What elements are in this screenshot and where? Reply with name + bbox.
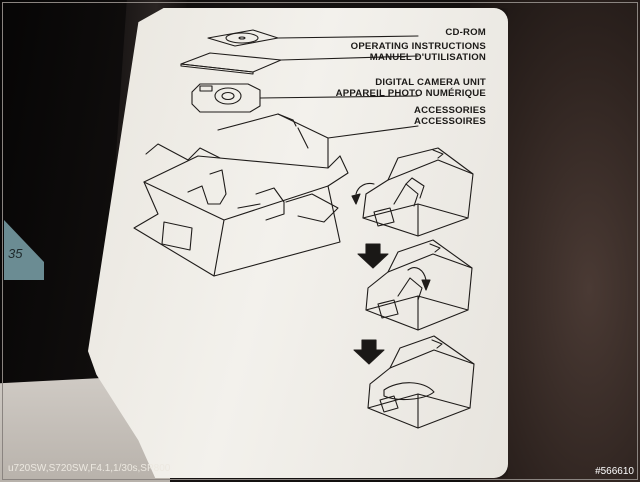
label-cd-rom: CD-ROM xyxy=(445,27,486,39)
photo-id-caption: #566610 xyxy=(595,466,634,477)
label-camera-unit: DIGITAL CAMERA UNIT APPAREIL PHOTO NUMÉR… xyxy=(335,77,486,99)
label-cam-en: DIGITAL CAMERA UNIT xyxy=(375,77,486,88)
cd-rom-icon xyxy=(207,29,419,47)
open-box-diagram xyxy=(133,113,419,277)
label-cd-rom-line: CD-ROM xyxy=(445,27,486,38)
label-ops-fr: MANUEL D'UTILISATION xyxy=(369,51,486,63)
left-corner-text: 35 xyxy=(8,246,23,261)
label-acc-fr: ACCESSOIRES xyxy=(413,115,486,127)
label-accessories: ACCESSORIES ACCESSOIRES xyxy=(413,105,486,127)
camera-exif-caption: u720SW,S720SW,F4.1,1/30s,SP800 xyxy=(8,463,171,474)
packing-instruction-sheet: CD-ROM OPERATING INSTRUCTIONS MANUEL D'U… xyxy=(88,8,508,478)
step-2-diagram xyxy=(365,239,473,331)
step-3-diagram xyxy=(367,335,475,429)
down-arrow-2 xyxy=(353,339,385,365)
packing-diagram xyxy=(133,29,475,429)
label-cam-fr: APPAREIL PHOTO NUMÉRIQUE xyxy=(335,87,486,99)
label-ops-en: OPERATING INSTRUCTIONS xyxy=(350,41,486,52)
label-acc-en: ACCESSORIES xyxy=(413,105,486,116)
camera-icon xyxy=(191,83,419,113)
down-arrow-1 xyxy=(357,243,389,269)
label-operating-instructions: OPERATING INSTRUCTIONS MANUEL D'UTILISAT… xyxy=(350,41,486,63)
step-1-diagram xyxy=(351,147,474,237)
manual-icon xyxy=(180,52,419,75)
